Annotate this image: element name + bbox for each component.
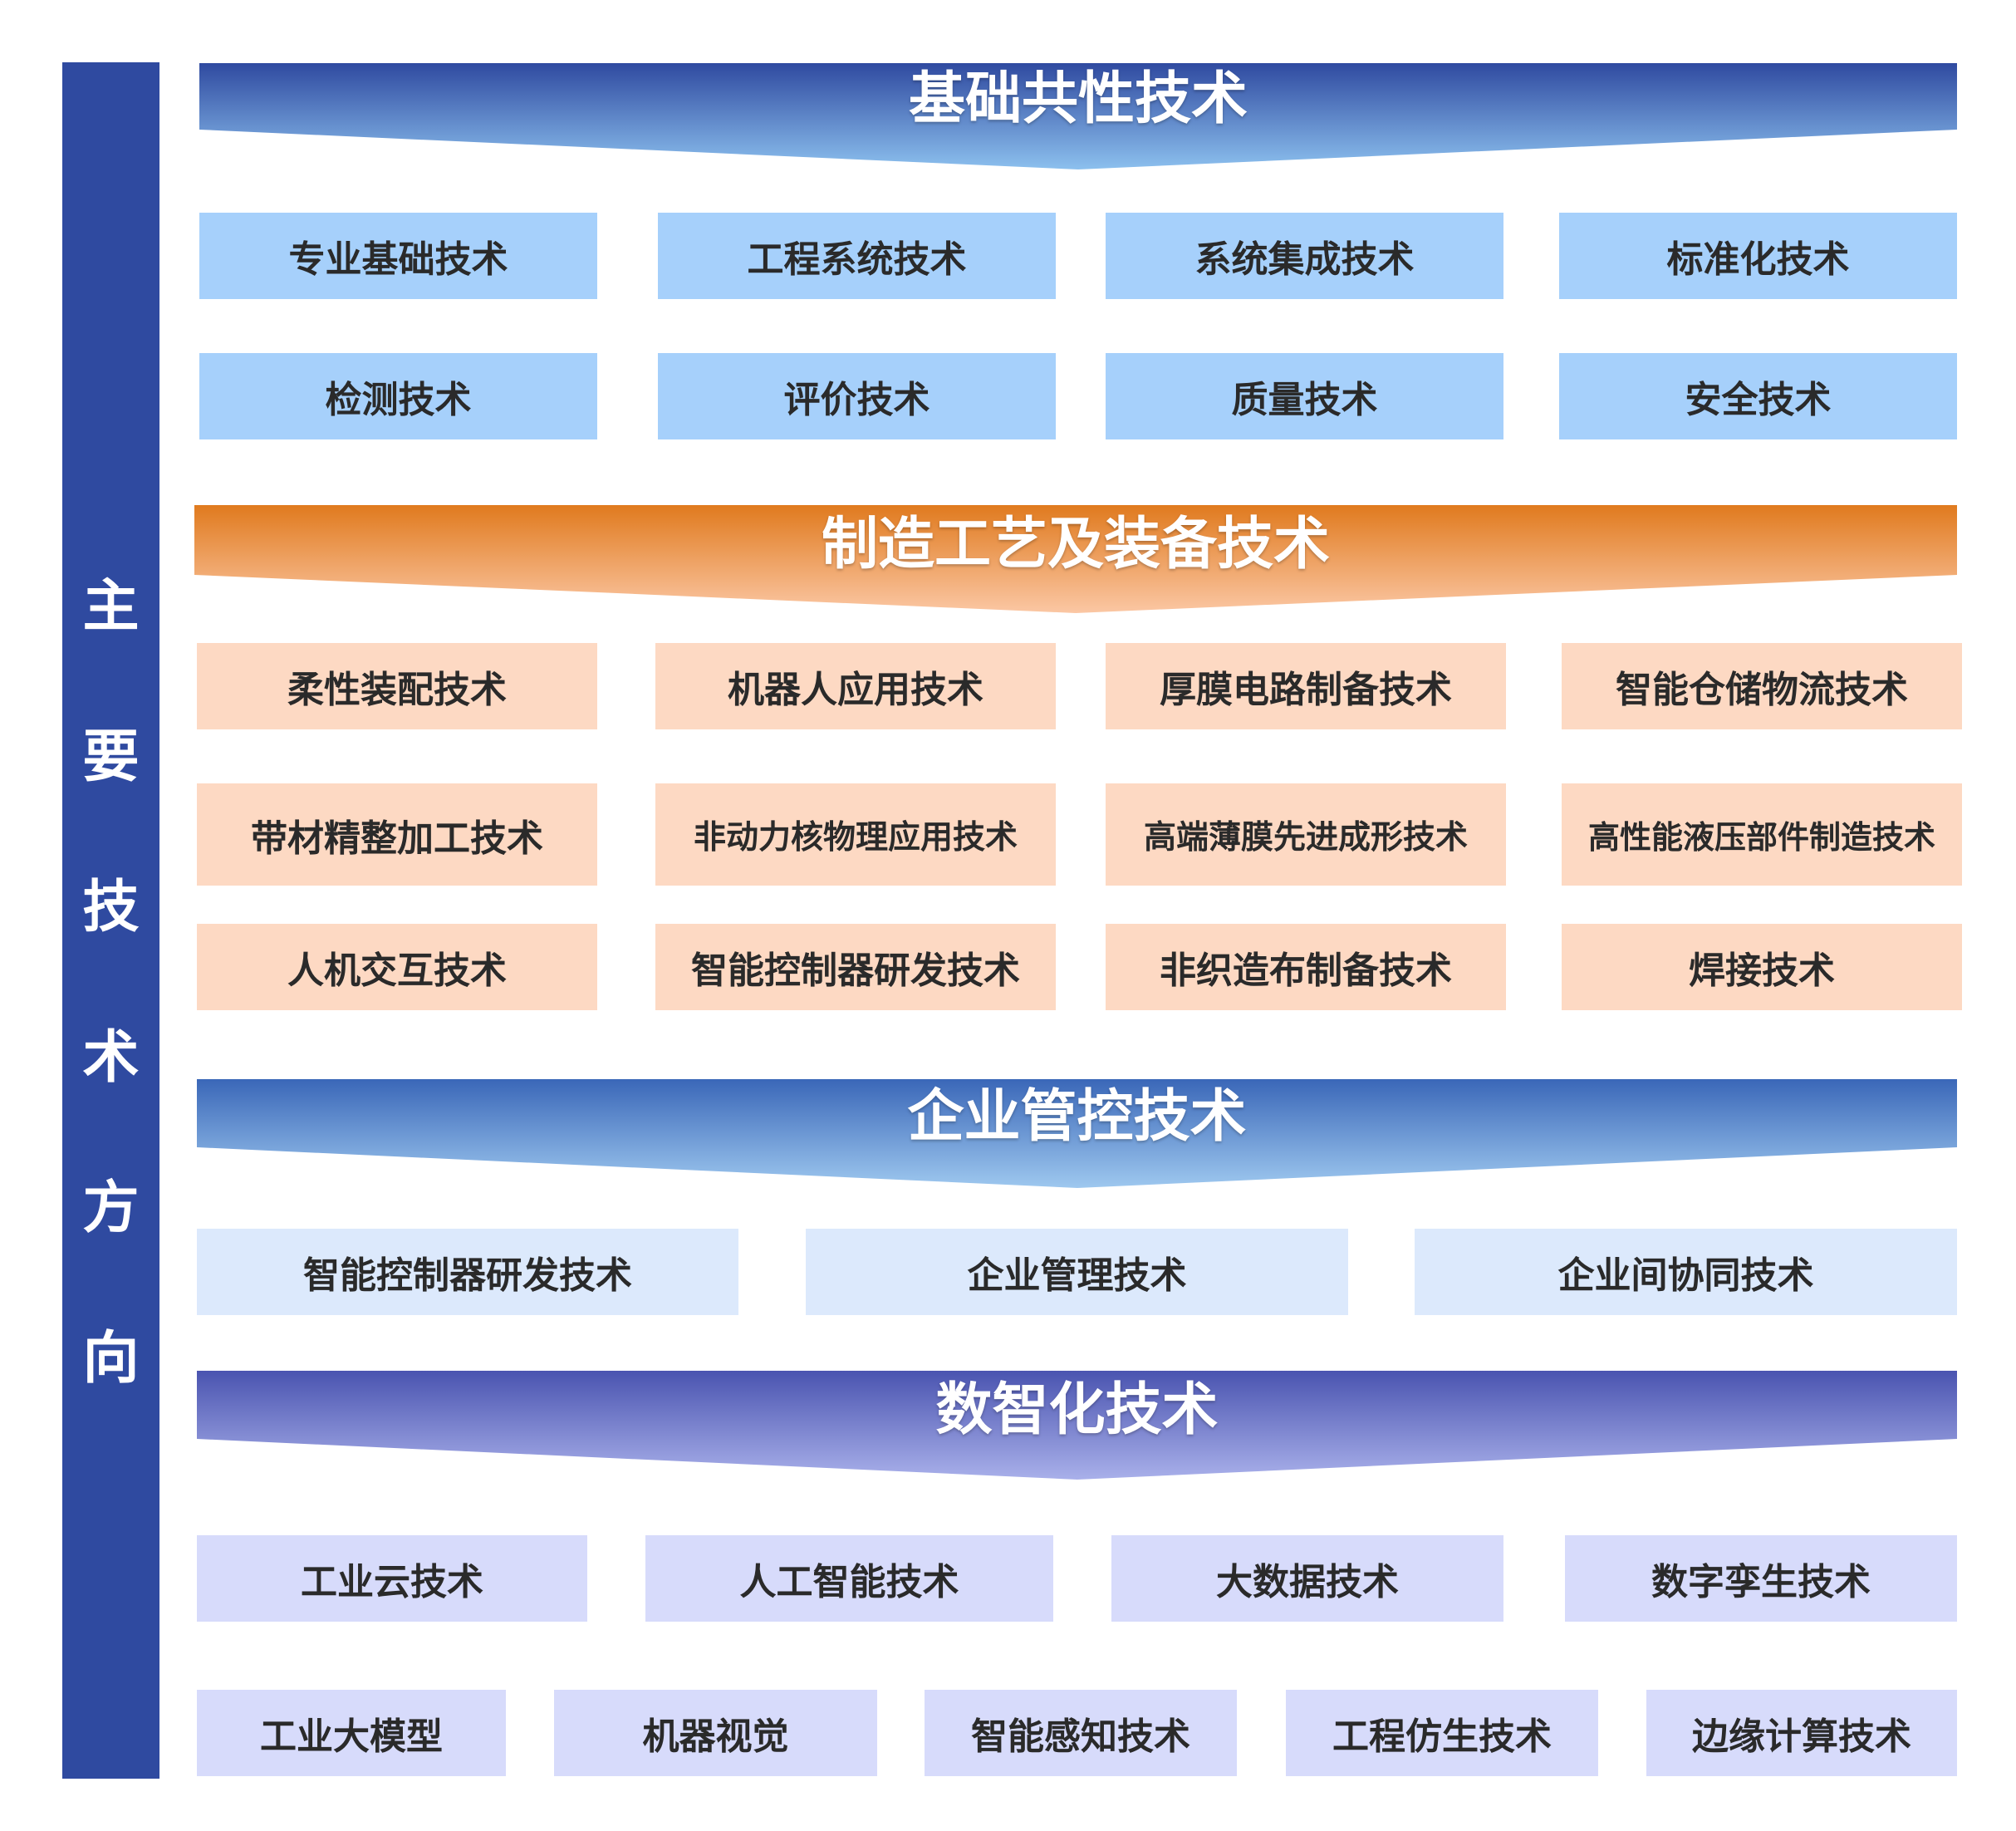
manufacturing-item: 高端薄膜先进成形技术 [1106, 783, 1506, 886]
banner-manufacturing-title: 制造工艺及装备技术 [821, 512, 1330, 577]
basic-item: 标准化技术 [1559, 213, 1957, 299]
digital-item: 人工智能技术 [645, 1535, 1053, 1622]
manufacturing-item: 柔性装配技术 [197, 643, 597, 729]
manufacturing-item: 非动力核物理应用技术 [655, 783, 1056, 886]
banner-digital-shape [197, 1371, 1957, 1480]
side-label-char: 技 [82, 875, 140, 940]
management-item: 企业管理技术 [806, 1229, 1348, 1315]
digital-item: 工程仿生技术 [1286, 1690, 1598, 1776]
digital-item: 智能感知技术 [925, 1690, 1237, 1776]
manufacturing-item: 智能控制器研发技术 [655, 924, 1056, 1010]
basic-item: 评价技术 [658, 353, 1056, 439]
management-item: 企业间协同技术 [1415, 1229, 1957, 1315]
manufacturing-item: 人机交互技术 [197, 924, 597, 1010]
basic-item: 安全技术 [1559, 353, 1957, 439]
banner-manufacturing: 制造工艺及装备技术 [194, 505, 1957, 613]
basic-item: 工程系统技术 [658, 213, 1056, 299]
side-label-char: 要 [82, 724, 140, 790]
side-label-char: 方 [82, 1176, 140, 1241]
basic-item: 质量技术 [1106, 353, 1503, 439]
manufacturing-item: 高性能液压部件制造技术 [1562, 783, 1962, 886]
banner-management-title: 企业管控技术 [907, 1084, 1247, 1150]
digital-item: 数字孪生技术 [1565, 1535, 1957, 1622]
manufacturing-item: 智能仓储物流技术 [1562, 643, 1962, 729]
side-label-char: 主 [82, 574, 140, 640]
side-bar: 主 要 技 术 方 向 [62, 62, 159, 1779]
banner-manufacturing-shape [194, 505, 1957, 613]
banner-management: 企业管控技术 [197, 1079, 1957, 1188]
side-label-char: 向 [82, 1326, 140, 1392]
digital-item: 机器视觉 [554, 1690, 877, 1776]
digital-item: 工业大模型 [197, 1690, 506, 1776]
side-label-char: 术 [82, 1025, 140, 1091]
banner-management-shape [197, 1079, 1957, 1188]
banner-basic-title: 基础共性技术 [908, 66, 1248, 132]
manufacturing-item: 非织造布制备技术 [1106, 924, 1506, 1010]
digital-item: 工业云技术 [197, 1535, 587, 1622]
basic-item: 专业基础技术 [199, 213, 597, 299]
basic-item: 系统集成技术 [1106, 213, 1503, 299]
manufacturing-item: 带材精整加工技术 [197, 783, 597, 886]
digital-item: 大数据技术 [1111, 1535, 1503, 1622]
banner-digital-title: 数智化技术 [935, 1377, 1219, 1443]
manufacturing-item: 焊接技术 [1562, 924, 1962, 1010]
basic-item: 检测技术 [199, 353, 597, 439]
management-item: 智能控制器研发技术 [197, 1229, 738, 1315]
banner-digital: 数智化技术 [197, 1371, 1957, 1480]
banner-basic-shape [199, 63, 1957, 169]
manufacturing-item: 机器人应用技术 [655, 643, 1056, 729]
banner-basic: 基础共性技术 [199, 63, 1957, 169]
manufacturing-item: 厚膜电路制备技术 [1106, 643, 1506, 729]
digital-item: 边缘计算技术 [1646, 1690, 1957, 1776]
